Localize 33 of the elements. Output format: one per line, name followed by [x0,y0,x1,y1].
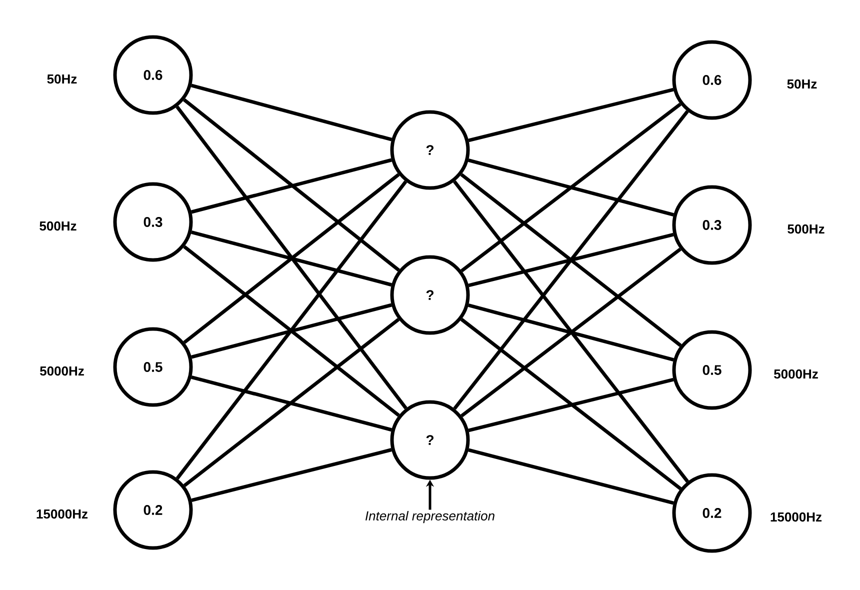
connection-line [468,304,674,362]
connection-line [468,232,674,288]
connection-line [460,102,682,272]
frequency-label: 50Hz [47,74,77,84]
connection-line [183,245,400,417]
connection-line [191,303,392,359]
connection-line [183,98,400,272]
connection-line [468,378,674,432]
connection-line [468,448,674,505]
connection-line [468,88,674,142]
frequency-label: 5000Hz [774,369,818,379]
connection-line [183,173,400,344]
connection-line [183,318,400,488]
connection-line [453,180,689,483]
connection-line [191,375,392,432]
connection-line [190,84,392,142]
frequency-label: 500Hz [788,224,824,234]
frequency-label: 15000Hz [770,512,822,522]
connection-line [191,230,392,287]
connection-line [176,180,408,480]
frequency-label: 5000Hz [40,366,84,376]
connection-line [176,106,408,410]
connection-line [191,448,392,502]
connection-line [460,318,682,490]
frequency-label: 500Hz [40,221,76,231]
connection-line [191,158,392,214]
annotation-text: Internal representation [365,510,494,524]
connection-line [468,158,674,216]
frequency-label: 15000Hz [36,509,88,519]
connection-line [453,110,689,410]
connection-line [460,248,682,418]
connection-line [460,173,682,347]
frequency-label: 50Hz [787,79,817,89]
